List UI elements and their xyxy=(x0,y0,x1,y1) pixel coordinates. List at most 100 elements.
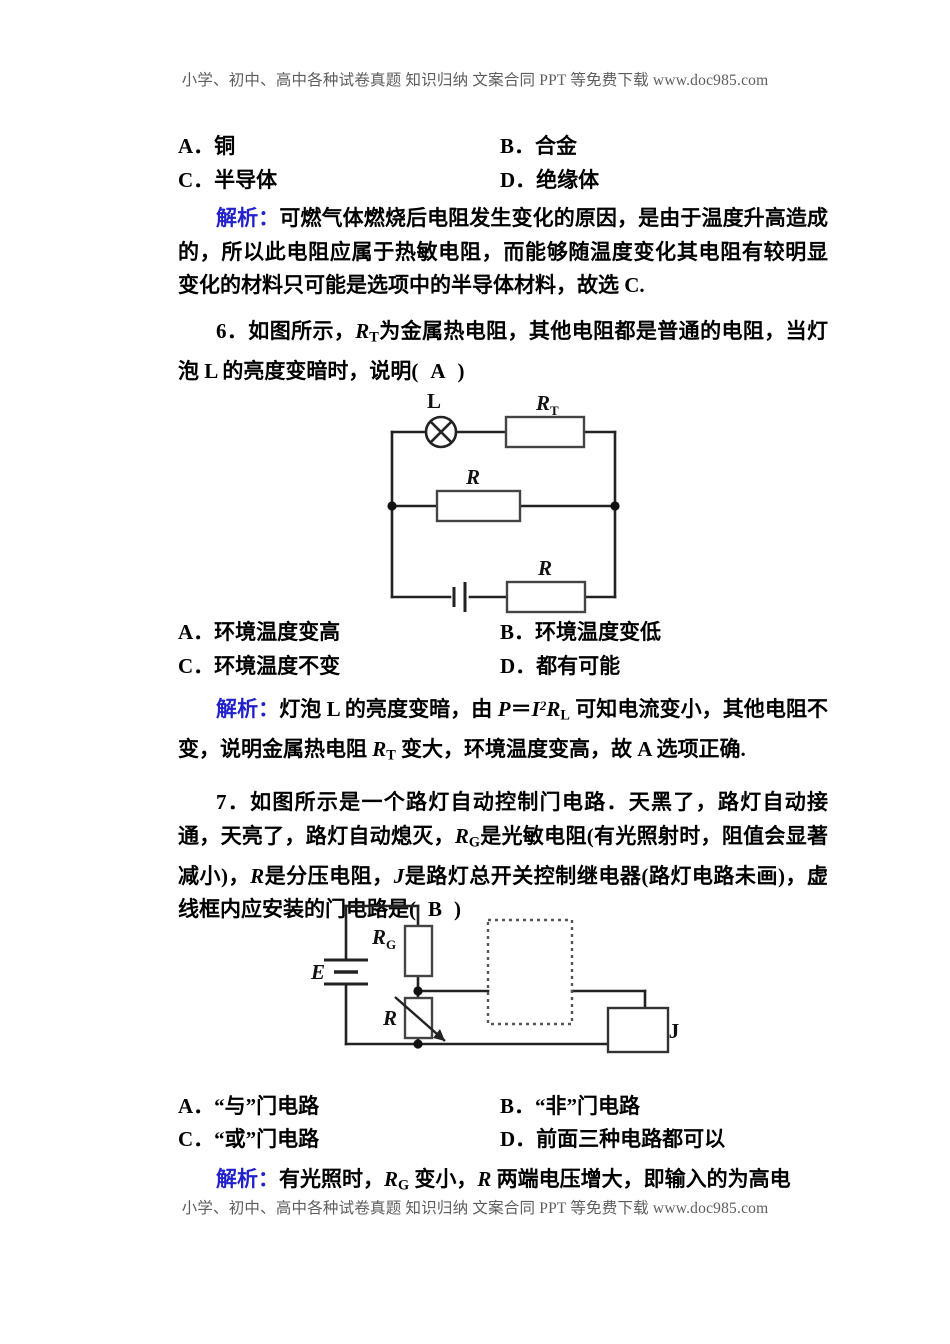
q6-formula-eq: ＝ xyxy=(510,696,532,721)
q5-solution-label: 解析： xyxy=(216,206,280,230)
r-label: R xyxy=(382,1006,397,1030)
q6-option-d: D．都有可能 xyxy=(500,650,828,684)
q5-option-b-text: 合金 xyxy=(535,134,578,158)
q6-answer: A xyxy=(430,358,446,383)
q6-option-b: B．环境温度变低 xyxy=(500,616,828,650)
q7-number: 7． xyxy=(216,790,251,815)
q7-stem-j: J xyxy=(393,863,405,888)
q7-solution: 解析：有光照时，RG 变小，R 两端电压增大，即输入的为高电 xyxy=(178,1163,828,1203)
q6-stem-part1: 如图所示， xyxy=(248,318,356,343)
junction-dot-mid xyxy=(413,986,423,996)
q5-option-a-label: A． xyxy=(178,134,215,158)
lamp-icon xyxy=(424,415,458,449)
battery-icon xyxy=(452,582,467,612)
q5-options-row-1: A．铜 B．合金 xyxy=(178,130,828,164)
resistor-rt-box xyxy=(504,415,586,449)
q6-options-row-2: C．环境温度不变 D．都有可能 xyxy=(178,650,828,684)
resistor-r-mid-box xyxy=(435,489,522,523)
q6-stem: 6．如图所示，RT为金属热电阻，其他电阻都是普通的电阻，当灯泡 L 的亮度变暗时… xyxy=(178,315,828,389)
q7-solution-text-3: 两端电压增大，即输入的为高电 xyxy=(491,1166,791,1191)
battery-icon xyxy=(324,958,368,986)
q6-options-row-1: A．环境温度变高 B．环境温度变低 xyxy=(178,616,828,650)
q6-option-a-label: A． xyxy=(178,620,215,645)
lamp-label: L xyxy=(427,389,441,413)
q7-option-c: C．“或”门电路 xyxy=(178,1123,500,1157)
q7-options-row-2: C．“或”门电路 D．前面三种电路都可以 xyxy=(178,1123,828,1157)
q7-options-row-1: A．“与”门电路 B．“非”门电路 xyxy=(178,1090,828,1124)
q6-stem-rt: R xyxy=(355,318,370,343)
q7-stem-2: 是光敏电阻(有光照射时，阻值会显著减小)， xyxy=(178,823,829,888)
q7-stem-4: 是路灯总开关控制继电器(路灯电路未画)，虚线框内应安装的门电路是( xyxy=(178,863,828,922)
q6-stem-rt-sub: T xyxy=(369,329,379,346)
relay-label: J xyxy=(669,1019,680,1043)
junction-dot-bottom xyxy=(413,1039,423,1049)
q7-option-a-label: A． xyxy=(178,1093,215,1118)
q6-option-b-label: B． xyxy=(500,620,536,645)
q6-number: 6． xyxy=(216,318,249,343)
q6-formula-i: I xyxy=(531,696,540,721)
q6-stem-part3: ) xyxy=(457,358,465,383)
q5-option-a: A．铜 xyxy=(178,130,500,164)
q6-solution-text-2: 可知电流变小，其他电阻不变，说明金属热电阻 xyxy=(178,696,829,761)
q7-stem-r: R xyxy=(250,863,265,888)
q6-option-d-label: D． xyxy=(500,653,537,678)
rg-label-sub: G xyxy=(386,937,396,952)
rt-label: R xyxy=(535,391,550,415)
q7-option-d-label: D． xyxy=(500,1127,537,1152)
q7-option-d: D．前面三种电路都可以 xyxy=(500,1123,828,1157)
q5-options-row-2: C．半导体 D．绝缘体 xyxy=(178,164,828,198)
q5-option-d-label: D． xyxy=(500,167,537,192)
relay-j-box xyxy=(606,1006,670,1054)
header-watermark: 小学、初中、高中各种试卷真题 知识归纳 文案合同 PPT 等免费下载 www.d… xyxy=(181,72,769,89)
q6-stem-part2: 为金属热电阻，其他电阻都是普通的电阻，当灯泡 L 的亮度变暗时，说明( xyxy=(178,318,829,383)
q6-solution-rt: R xyxy=(372,736,387,761)
q7-answer: B xyxy=(428,897,443,922)
junction-dot-right xyxy=(610,501,620,511)
photoresistor-rg-box xyxy=(403,924,434,978)
q6-option-b-text: 环境温度变低 xyxy=(535,620,662,645)
q5-solution-text: 可燃气体燃烧后电阻发生变化的原因，是由于温度升高造成的，所以此电阻应属于热敏电阻… xyxy=(178,206,829,297)
footer-watermark: 小学、初中、高中各种试卷真题 知识归纳 文案合同 PPT 等免费下载 www.d… xyxy=(181,1200,769,1217)
q7-option-d-text: 前面三种电路都可以 xyxy=(536,1127,726,1152)
q7-stem-3: 是分压电阻， xyxy=(264,863,394,888)
q6-option-a-text: 环境温度变高 xyxy=(214,620,341,645)
junction-dot-left xyxy=(387,501,397,511)
q5-solution: 解析：可燃气体燃烧后电阻发生变化的原因，是由于温度升高造成的，所以此电阻应属于热… xyxy=(178,202,828,303)
q7-option-a-text: “与”门电路 xyxy=(214,1093,320,1118)
q6-solution-label: 解析： xyxy=(216,696,280,721)
q5-option-d-text: 绝缘体 xyxy=(536,167,600,192)
q6-option-c: C．环境温度不变 xyxy=(178,650,500,684)
q7-solution-text-1: 有光照时， xyxy=(279,1166,384,1191)
q5-option-c-text: 半导体 xyxy=(214,167,278,192)
q5-option-c: C．半导体 xyxy=(178,164,500,198)
q7-option-b-text: “非”门电路 xyxy=(535,1093,641,1118)
q7-stem-5: ) xyxy=(454,897,462,922)
q7-solution-label: 解析： xyxy=(216,1166,279,1191)
q5-option-b-label: B． xyxy=(500,134,536,158)
q6-formula-r: R xyxy=(546,696,561,721)
q6-formula-p: P xyxy=(497,696,511,721)
q6-option-c-text: 环境温度不变 xyxy=(214,653,341,678)
q7-option-b: B．“非”门电路 xyxy=(500,1090,828,1124)
r-bottom-label: R xyxy=(537,556,552,580)
r-mid-label: R xyxy=(465,465,480,489)
q5-option-c-label: C． xyxy=(178,167,215,192)
q5-option-b: B．合金 xyxy=(500,130,828,164)
variable-resistor-arrow-icon xyxy=(394,996,446,1042)
q6-solution-text-3: 变大，环境温度变高，故 A 选项正确. xyxy=(395,736,746,761)
q6-circuit-figure: L R T R R xyxy=(378,389,638,614)
q6-formula-sup: 2 xyxy=(539,698,547,714)
q6-formula-sub: L xyxy=(560,707,570,724)
q7-solution-rg-sub: G xyxy=(398,1177,410,1194)
q7-stem-rg-sub: G xyxy=(468,834,480,851)
document-content: A．铜 B．合金 C．半导体 D．绝缘体 解析：可燃气体燃烧后电阻发生变化的原因… xyxy=(178,130,828,1203)
q6-solution-rt-sub: T xyxy=(386,747,396,764)
q6-solution: 解析：灯泡 L 的亮度变暗，由 P＝I2RL 可知电流变小，其他电阻不变，说明金… xyxy=(178,689,828,773)
rt-label-sub: T xyxy=(550,403,559,418)
q5-option-a-text: 铜 xyxy=(214,134,236,158)
rg-label: R xyxy=(371,925,386,949)
q6-option-a: A．环境温度变高 xyxy=(178,616,500,650)
gate-circuit-dashed-box xyxy=(486,918,574,1026)
q7-stem: 7．如图所示是一个路灯自动控制门电路．天黑了，路灯自动接通，天亮了，路灯自动熄灭… xyxy=(178,786,828,927)
